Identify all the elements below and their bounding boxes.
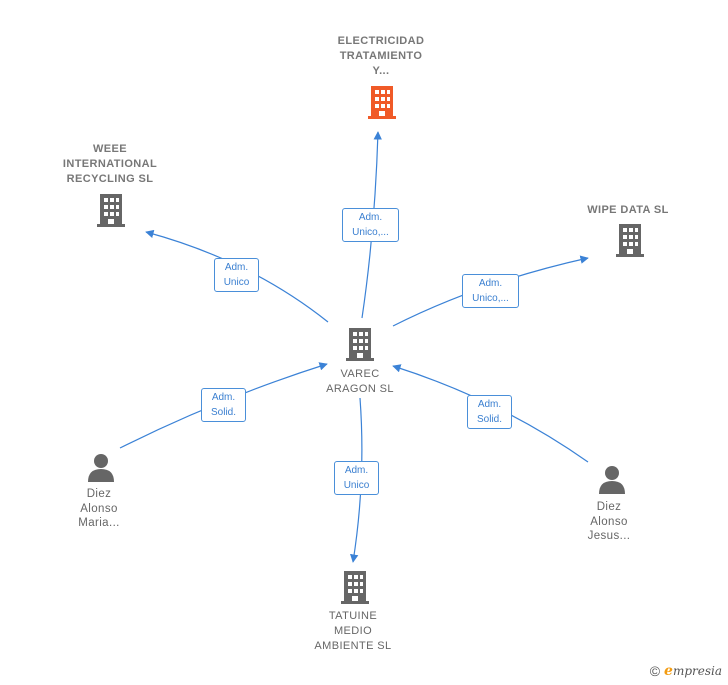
copyright-icon: © (649, 663, 661, 679)
edge-label-to-electricidad[interactable]: Adm. Unico,... (342, 208, 399, 242)
label-line: Adm. (477, 399, 502, 410)
building-icon[interactable] (339, 569, 373, 605)
edge-label-to-wipe[interactable]: Adm. Unico,... (462, 274, 519, 308)
node-label-wipe[interactable]: WIPE DATA SL (568, 203, 688, 218)
label-line: WEEE (93, 143, 127, 155)
label-line: VAREC (340, 368, 380, 380)
label-line: Unico (223, 277, 250, 288)
label-line: Maria... (78, 517, 120, 529)
edge-label-from-maria[interactable]: Adm. Solid. (201, 388, 246, 422)
label-line: Adm. (224, 262, 249, 273)
brand-watermark: © empresia (650, 663, 722, 679)
label-line: Adm. (211, 392, 236, 403)
label-line: Y... (372, 65, 390, 77)
brand-initial: e (664, 663, 673, 679)
label-line: Alonso (590, 515, 628, 528)
building-icon[interactable] (344, 326, 378, 362)
label-line: Unico,... (472, 293, 509, 304)
label-line: MEDIO (333, 625, 373, 637)
label-line: Adm. (344, 465, 369, 476)
brand-rest: mpresia (672, 664, 722, 678)
label-line: Diez (86, 488, 112, 500)
label-line: TRATAMIENTO (339, 50, 423, 62)
edge-label-from-jesus[interactable]: Adm. Solid. (467, 395, 512, 429)
label-line: Adm. (478, 278, 503, 289)
label-line: TATUINE (328, 610, 378, 622)
node-label-center[interactable]: VAREC ARAGON SL (300, 367, 420, 397)
edge-label-to-weee[interactable]: Adm. Unico (214, 258, 259, 292)
person-icon[interactable] (597, 464, 627, 494)
building-icon[interactable] (95, 192, 129, 228)
label-line: INTERNATIONAL (62, 158, 158, 170)
label-line: Solid. (210, 407, 236, 418)
label-line: Unico,... (352, 227, 389, 238)
label-line: ELECTRICIDAD (337, 35, 425, 47)
edge-label-to-tatuine[interactable]: Adm. Unico (334, 461, 379, 495)
label-line: Adm. (358, 212, 383, 223)
label-line: ARAGON SL (326, 383, 394, 395)
label-line: RECYCLING SL (66, 173, 154, 185)
node-label-weee[interactable]: WEEE INTERNATIONAL RECYCLING SL (35, 142, 185, 187)
building-icon[interactable] (614, 222, 648, 258)
label-line: Unico (343, 480, 370, 491)
building-icon[interactable] (366, 84, 400, 120)
label-line: Diez (596, 501, 622, 513)
label-line: Jesus... (587, 530, 631, 542)
person-icon[interactable] (86, 452, 116, 482)
label-line: Solid. (476, 414, 502, 425)
label-line: WIPE DATA SL (587, 204, 669, 216)
brand-name: empresia (664, 663, 722, 679)
node-label-jesus[interactable]: Diez Alonso Jesus... (559, 500, 659, 544)
label-line: Alonso (80, 502, 118, 515)
node-label-tatuine[interactable]: TATUINE MEDIO AMBIENTE SL (293, 609, 413, 654)
label-line: AMBIENTE SL (314, 640, 392, 652)
node-label-maria[interactable]: Diez Alonso Maria... (49, 487, 149, 531)
node-label-electricidad[interactable]: ELECTRICIDAD TRATAMIENTO Y... (306, 34, 456, 79)
